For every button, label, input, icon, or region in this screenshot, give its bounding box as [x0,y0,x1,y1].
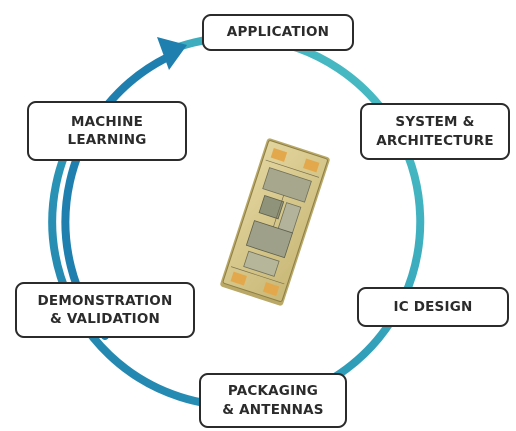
stage-ic-design: IC DESIGN [357,287,509,327]
stage-ic-design-label: IC DESIGN [393,298,473,315]
stage-system-architecture-line1: SYSTEM & [395,114,475,131]
stage-packaging-antennas-line2: & ANTENNAS [222,401,324,418]
stage-demonstration-validation: DEMONSTRATION & VALIDATION [15,282,195,338]
stage-demonstration-validation-line2: & VALIDATION [49,311,161,327]
stage-machine-learning: MACHINE LEARNING [27,101,187,161]
chip-module-image [220,138,330,306]
stage-packaging-antennas: PACKAGING & ANTENNAS [199,373,347,428]
cycle-arrow-head-icon [157,37,187,70]
stage-system-architecture: SYSTEM & ARCHITECTURE [360,103,510,160]
stage-machine-learning-line1: MACHINE [70,113,144,130]
stage-system-architecture-line2: ARCHITECTURE [376,132,494,149]
stage-machine-learning-line2: LEARNING [67,132,147,148]
cycle-ring [48,33,425,410]
stage-application: APPLICATION [202,14,354,51]
stage-application-label: APPLICATION [226,24,330,41]
stage-packaging-antennas-line1: PACKAGING [227,383,319,400]
stage-demonstration-validation-line1: DEMONSTRATION [37,292,173,309]
